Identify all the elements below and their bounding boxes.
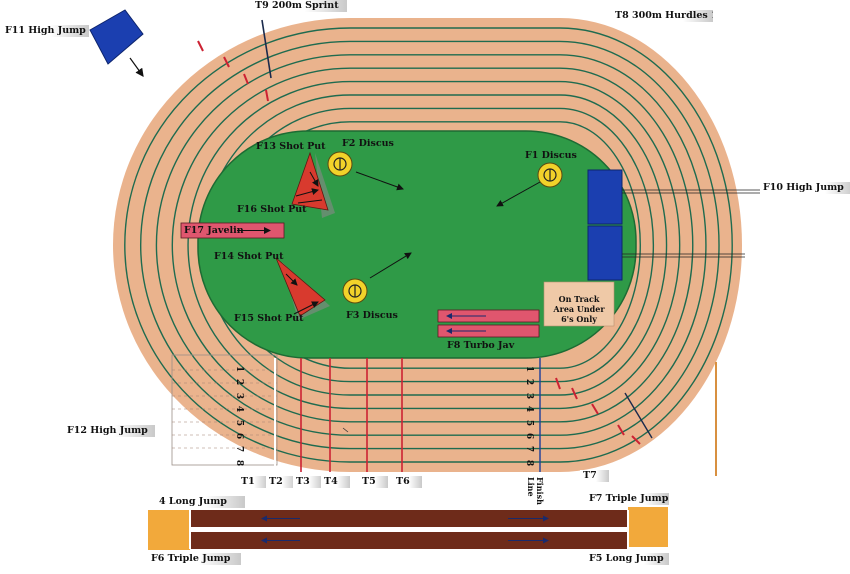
- lane-line: [155, 54, 707, 436]
- f1-discus-label: F1 Discus: [525, 150, 577, 161]
- lane-number: 4: [524, 406, 535, 413]
- lane-number: 7: [234, 446, 245, 453]
- t9-200m-sprint-label: T9 200m Sprint: [252, 0, 347, 12]
- t7-label: T7: [580, 470, 609, 482]
- t1-label: T1: [238, 476, 267, 488]
- f5-long-jump-label: F5 Long Jump: [586, 553, 669, 565]
- stagger-marks-top: [197, 40, 269, 102]
- t6-label: T6: [393, 476, 422, 488]
- t7-start-line: [624, 392, 653, 439]
- on-track-area-box: [543, 281, 615, 327]
- f8-turbo-jav-label: F8 Turbo Jav: [447, 340, 515, 351]
- f11-high-jump-label: F11 High Jump: [2, 25, 89, 37]
- t4-label: T4: [321, 476, 350, 488]
- on-track-area-label: On Track Area Under 6's Only: [553, 294, 605, 324]
- lane-number: 7: [524, 446, 535, 453]
- f14-shot-put-sector-icon: [275, 257, 330, 320]
- f6-triple-jump-label: F6 Triple Jump: [148, 553, 241, 565]
- lane-number: 2: [234, 379, 245, 386]
- f10-high-jump-mat-top-icon: [587, 169, 623, 225]
- f15-shot-put-label: F15 Shot Put: [234, 313, 304, 324]
- lane-number: 6: [524, 432, 535, 440]
- f12-high-jump-label: F12 High Jump: [64, 425, 155, 437]
- lane-number: 3: [234, 392, 245, 399]
- f13-shot-put-sector-icon: [291, 151, 335, 218]
- f14-shot-put-label: F14 Shot Put: [214, 251, 284, 262]
- lane-number: 5: [234, 419, 245, 426]
- lane-line: [187, 80, 681, 410]
- f7-triple-jump-label: F7 Triple Jump: [586, 493, 669, 505]
- f10-high-jump-bar-lines: [622, 189, 760, 258]
- lane-number: 1: [524, 365, 535, 373]
- straight-tick: [342, 427, 349, 433]
- t2-label: T2: [266, 476, 295, 488]
- arrow-icon: [129, 57, 144, 77]
- f13-shot-put-label: F13 Shot Put: [256, 141, 326, 152]
- f2-discus-circle-icon: [327, 151, 353, 177]
- lane-number: 5: [524, 419, 535, 426]
- f17-javelin-runway-icon: [180, 222, 285, 239]
- lane-number: 3: [524, 392, 535, 399]
- f2-discus-label: F2 Discus: [342, 138, 394, 149]
- f10-high-jump-mat-bottom-icon: [587, 225, 623, 281]
- sprint-chute-box: [171, 354, 278, 466]
- t8-300m-hurdles-label: T8 300m Hurdles 150: [612, 10, 713, 22]
- lane-number: 8: [524, 459, 535, 466]
- discus-arrows: [355, 171, 541, 279]
- t5-label: T5: [359, 476, 388, 488]
- t3-label: T3: [293, 476, 322, 488]
- lane-number: 2: [524, 379, 535, 386]
- f10-high-jump-label: F10 High Jump: [760, 182, 850, 194]
- lane-number: 4: [234, 406, 245, 413]
- f8-javelin-runway-icon: [437, 309, 540, 338]
- start-lines: [274, 358, 541, 472]
- lane-line: [124, 27, 733, 463]
- t9-start-line: [261, 19, 272, 79]
- jump-runways: [148, 507, 668, 550]
- f17-javelin-label: F17 Javelin: [184, 225, 244, 236]
- lane-number: 1: [234, 365, 245, 373]
- f16-shot-put-label: F16 Shot Put: [237, 204, 307, 215]
- f3-discus-label: F3 Discus: [346, 310, 398, 321]
- f1-discus-circle-icon: [537, 162, 563, 188]
- f3-discus-circle-icon: [342, 278, 368, 304]
- lane-line: [139, 40, 720, 450]
- lane-line: [171, 67, 694, 423]
- lane-number: 8: [234, 459, 245, 466]
- stagger-marks-bottom: [555, 377, 641, 445]
- f11-high-jump-mat-icon: [89, 9, 144, 65]
- f4-long-jump-label: 4 Long Jump: [156, 496, 245, 508]
- lane-number: 6: [234, 432, 245, 440]
- finish-line-label: Finish Line: [526, 477, 545, 505]
